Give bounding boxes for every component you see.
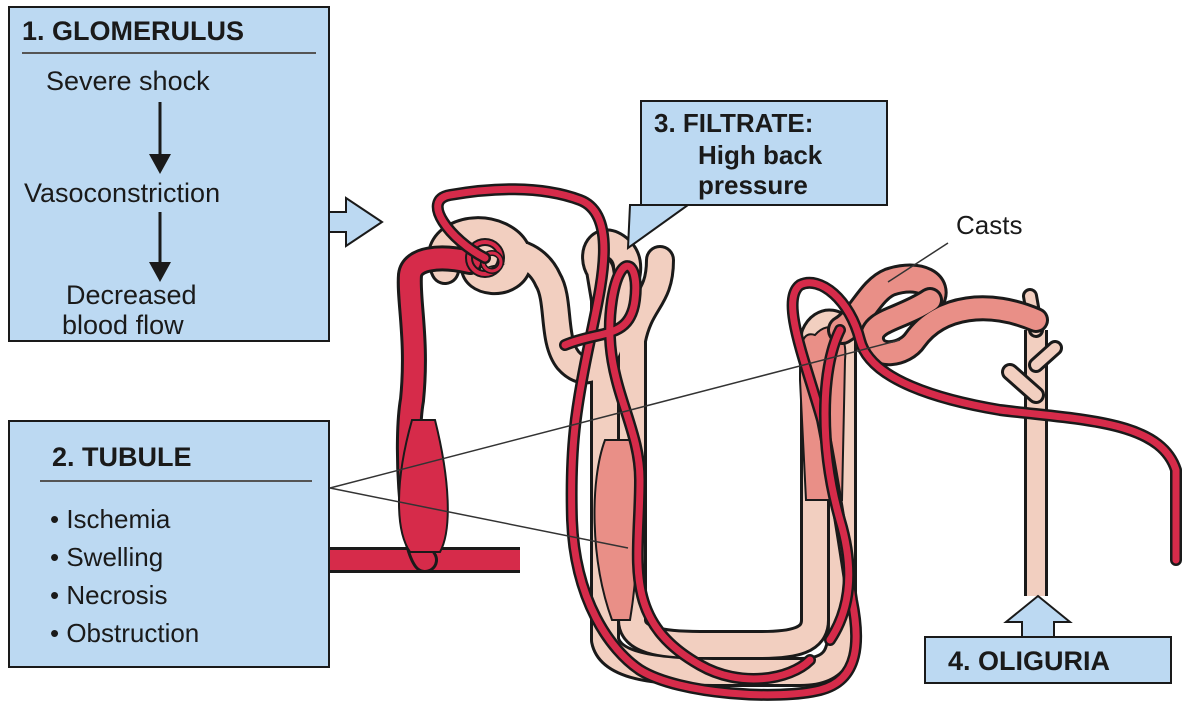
glomerulus-title: 1. GLOMERULUS (22, 16, 244, 47)
filtrate-line-high-back: High back (698, 140, 822, 171)
down-arrow-icon (148, 102, 172, 176)
tubule-leader-line-2 (330, 488, 628, 548)
glomerulus-title-rule (22, 52, 316, 54)
tubule-item-swelling: • Swelling (50, 542, 163, 573)
glomerulus-step-severe-shock: Severe shock (46, 66, 210, 97)
filtrate-title: 3. FILTRATE: (654, 108, 813, 139)
filtrate-pointer (628, 205, 688, 248)
tubule-item-ischemia: • Ischemia (50, 504, 170, 535)
glomerulus-step-vasoconstriction: Vasoconstriction (24, 178, 220, 209)
glomerulus-pointer-arrow (328, 198, 382, 246)
casts-label: Casts (956, 210, 1022, 241)
glomerulus-box: 1. GLOMERULUS Severe shock Vasoconstrict… (8, 6, 330, 342)
glomerulus-step-blood-flow: blood flow (62, 310, 184, 341)
filtrate-box: 3. FILTRATE: High back pressure (640, 100, 888, 206)
tubule-box: 2. TUBULE • Ischemia • Swelling • Necros… (8, 420, 330, 668)
tubule-title-rule (40, 480, 312, 482)
tubule-item-necrosis: • Necrosis (50, 580, 167, 611)
tubule-item-obstruction: • Obstruction (50, 618, 199, 649)
tubule-title: 2. TUBULE (52, 442, 192, 473)
oliguria-arrow (1006, 596, 1070, 638)
collecting-duct (1010, 296, 1055, 596)
glomerulus-step-decreased: Decreased (66, 280, 197, 311)
oliguria-title: 4. OLIGURIA (948, 646, 1110, 677)
filtrate-line-pressure: pressure (698, 170, 808, 201)
oliguria-box: 4. OLIGURIA (924, 636, 1172, 684)
renal-tubule (442, 231, 1036, 672)
down-arrow-icon (148, 212, 172, 284)
